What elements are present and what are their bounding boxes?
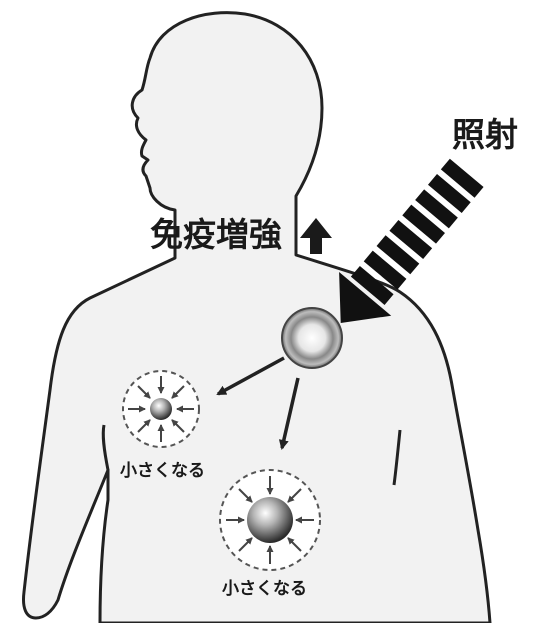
distant-tumor-left xyxy=(123,371,199,447)
distant-tumor-right xyxy=(220,470,320,570)
irradiation-label: 照射 xyxy=(452,115,518,154)
up-arrow-icon xyxy=(300,218,332,254)
shrink-label-right: 小さくなる xyxy=(222,579,307,599)
immune-boost-label: 免疫増強 xyxy=(150,215,282,254)
shrink-label-left: 小さくなる xyxy=(120,461,205,481)
primary-tumor xyxy=(282,308,342,368)
